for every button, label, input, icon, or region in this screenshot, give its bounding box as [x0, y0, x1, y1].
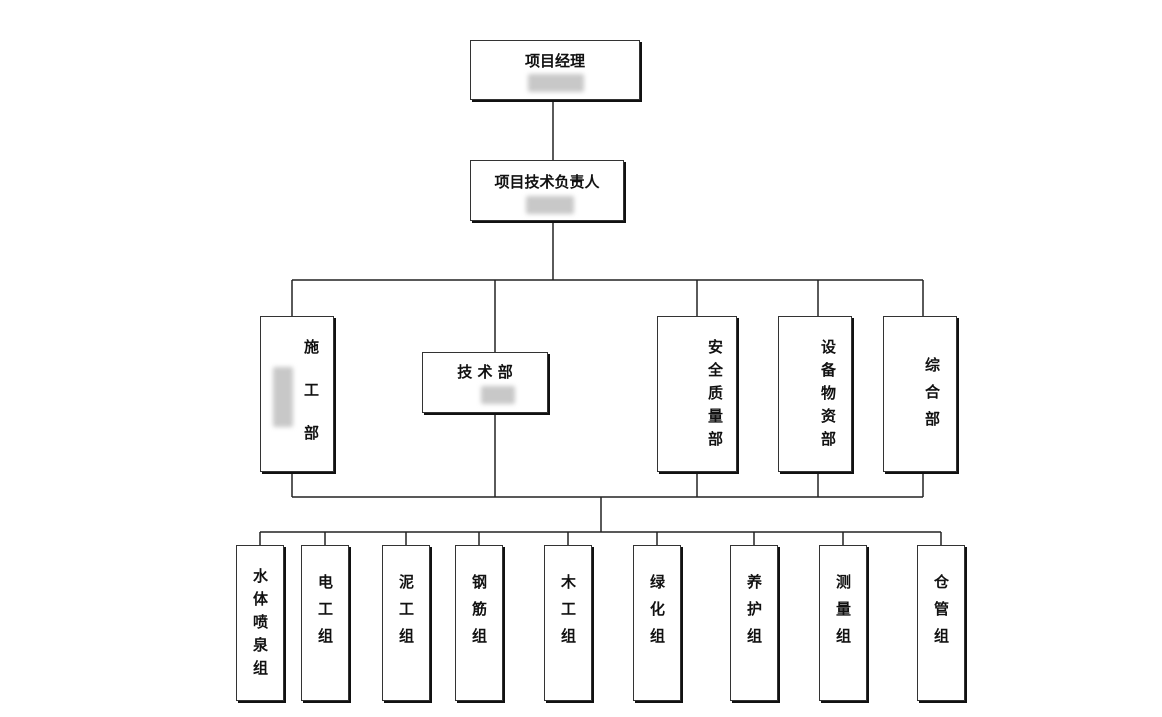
dept-equipment-materials: 设备物资部	[778, 316, 852, 472]
team-greening-label: 绿化组	[648, 574, 666, 655]
dept-general: 综合部	[883, 316, 957, 472]
team-maintenance-label: 养护组	[745, 574, 763, 655]
redacted-name	[526, 196, 574, 214]
dept-technical: 技 术 部	[422, 352, 548, 413]
team-survey-label: 测量组	[834, 574, 852, 655]
team-fountain-label: 水体喷泉组	[251, 568, 269, 683]
node-project-manager-title: 项目经理	[524, 52, 585, 70]
team-greening: 绿化组	[633, 545, 681, 701]
team-warehouse-label: 仓管组	[932, 574, 950, 655]
team-warehouse: 仓管组	[917, 545, 965, 701]
node-technical-lead: 项目技术负责人	[470, 160, 624, 221]
team-electric-label: 电工组	[316, 574, 334, 655]
team-fountain: 水体喷泉组	[236, 545, 284, 701]
team-carpentry-label: 木工组	[559, 574, 577, 655]
team-masonry-label: 泥工组	[397, 574, 415, 655]
team-survey: 测量组	[819, 545, 867, 701]
dept-safety-quality: 安全质量部	[657, 316, 737, 472]
team-carpentry: 木工组	[544, 545, 592, 701]
team-rebar: 钢筋组	[455, 545, 503, 701]
dept-equipment-materials-label: 设备物资部	[819, 339, 837, 454]
dept-general-label: 综合部	[923, 357, 941, 438]
team-rebar-label: 钢筋组	[470, 574, 488, 655]
dept-technical-label: 技 术 部	[457, 363, 513, 381]
redacted-name	[273, 367, 293, 427]
redacted-name	[481, 386, 515, 404]
redacted-name	[528, 74, 584, 92]
team-maintenance: 养护组	[730, 545, 778, 701]
node-technical-lead-title: 项目技术负责人	[494, 173, 600, 191]
team-electric: 电工组	[301, 545, 349, 701]
node-project-manager: 项目经理	[470, 40, 640, 100]
team-masonry: 泥工组	[382, 545, 430, 701]
dept-construction-label: 施工部	[302, 339, 320, 468]
dept-safety-quality-label: 安全质量部	[706, 339, 724, 454]
dept-construction: 施工部	[260, 316, 334, 472]
